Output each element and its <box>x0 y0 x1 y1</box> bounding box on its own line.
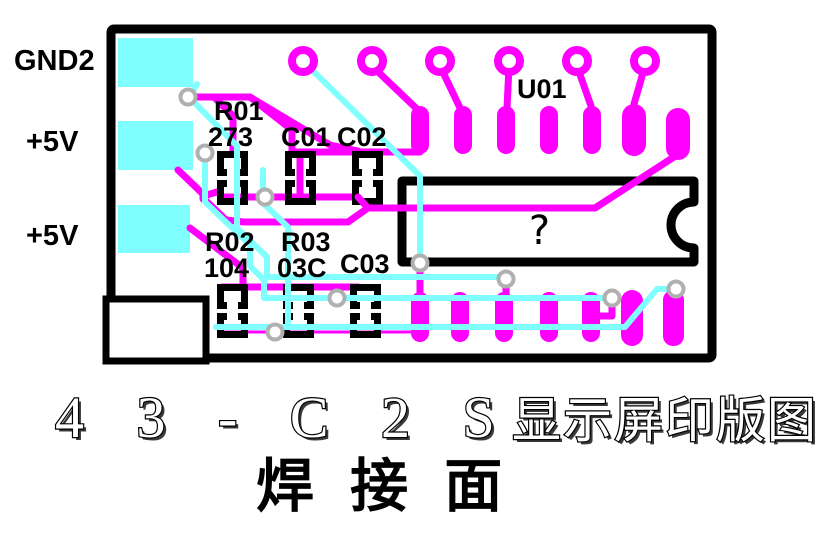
refdes-u01: U01 <box>517 74 567 104</box>
pin-label-5v-2: +5V <box>26 220 79 252</box>
footprint-pad <box>217 284 248 309</box>
ic-outline <box>397 176 699 267</box>
pad-5v-2 <box>118 205 190 253</box>
footprint-pad <box>217 151 248 176</box>
pad-gnd2 <box>118 38 193 87</box>
title-line1: 4 3 - C 2 S 显示屏印版图 4 3 - C 2 S 显示屏印版图 <box>54 384 817 453</box>
footprint-pad <box>285 151 316 176</box>
title-code-shadow: 4 3 - C 2 S <box>58 388 517 453</box>
footprint-pad <box>352 151 383 176</box>
refdes-r03: R03 <box>281 227 331 257</box>
refdes-c01: C01 <box>281 122 331 152</box>
vias <box>178 87 686 342</box>
refdes-r02: R02 <box>205 227 255 257</box>
refdes-r01-value: 273 <box>208 122 253 152</box>
refdes-r02-value: 104 <box>204 253 249 283</box>
board-tab <box>102 295 210 365</box>
title-code: 4 3 - C 2 S <box>55 385 514 450</box>
pin-label-gnd2: GND2 <box>14 45 95 77</box>
footprint-pad <box>350 313 381 338</box>
ic-question-mark: ? <box>527 208 551 254</box>
refdes-c02: C02 <box>337 122 387 152</box>
connector-pads <box>118 38 193 253</box>
title-line2: 焊 接 面 <box>256 454 512 519</box>
refdes-r03-value: 03C <box>277 253 327 283</box>
footprint-pad <box>217 180 248 205</box>
title-cjk-shadow: 显示屏印版图 <box>515 396 817 451</box>
refdes-r01: R01 <box>214 96 264 126</box>
refdes-labels: R01 273 C01 C02 R02 R03 104 03C C03 U01 … <box>204 74 567 283</box>
title-solder-side: 焊 接 面 <box>256 454 512 519</box>
footprint-pad <box>285 180 316 205</box>
title-cjk: 显示屏印版图 <box>512 393 817 448</box>
pin-label-5v-1: +5V <box>26 126 79 158</box>
pin-labels: GND2 +5V +5V <box>14 45 95 252</box>
ring-pads <box>288 46 660 76</box>
pad-5v-1 <box>118 121 193 170</box>
footprint-pad <box>217 313 248 338</box>
footprint-pad <box>350 284 381 309</box>
refdes-c03: C03 <box>340 249 390 279</box>
